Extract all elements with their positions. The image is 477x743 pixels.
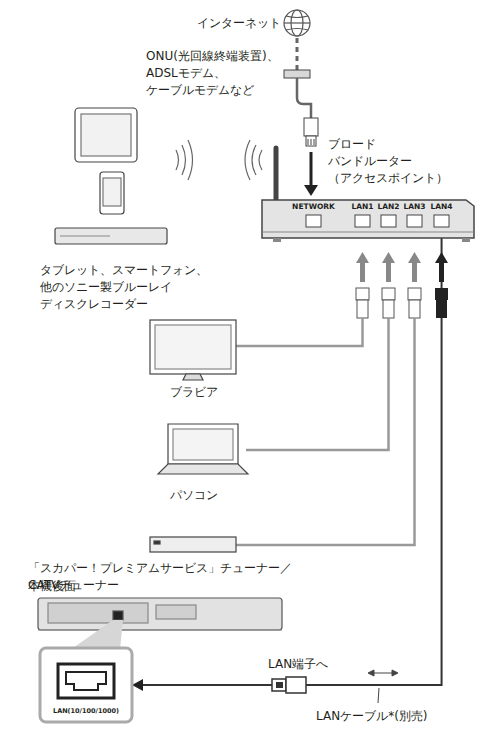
lan-plugs — [356, 252, 448, 318]
dashed-line — [296, 38, 299, 70]
router-box: ブロード バンドルーター （アクセスポイント）NETWORKLAN1LAN2LA… — [262, 200, 474, 238]
length-mark — [368, 670, 398, 703]
tv — [150, 320, 236, 380]
port-spec: LAN(10/100/1000) — [53, 708, 119, 715]
lan-plug — [272, 677, 306, 693]
internet-globe — [284, 10, 310, 36]
port-label: LAN端子へ — [268, 656, 328, 673]
lan-port-closeup — [40, 648, 132, 722]
port-name: LAN4 — [430, 203, 452, 212]
port-name: LAN1 — [351, 203, 373, 212]
pc-label: パソコン — [170, 487, 218, 504]
lan-cables — [236, 318, 415, 545]
cable-line — [132, 238, 442, 685]
router-heading: ブロード バンドルーター （アクセスポイント） — [328, 136, 462, 187]
onu-device — [284, 70, 318, 196]
tv-label: ブラビア — [170, 384, 218, 401]
devices-label: タブレット、スマートフォン、 他のソニー製ブルーレイ ディスクレコーダー — [40, 262, 218, 313]
internet-label: インターネット — [197, 15, 281, 32]
port-name: NETWORK — [292, 203, 335, 212]
wireless-devices — [55, 108, 193, 244]
cable-label: LANケーブル*(別売) — [316, 708, 428, 725]
port-name: LAN3 — [403, 203, 425, 212]
laptop — [158, 424, 248, 474]
onu-label: ONU(光回線終端装置)、 ADSLモデム、 ケーブルモデムなど — [146, 48, 286, 99]
rear-label: 本機後面 — [28, 578, 76, 595]
tuner — [150, 537, 236, 552]
port-name: LAN2 — [377, 203, 399, 212]
port-closeup-box: LAN(10/100/1000) — [40, 648, 132, 722]
arrow-head — [132, 679, 143, 691]
recorder-rear — [38, 598, 282, 650]
